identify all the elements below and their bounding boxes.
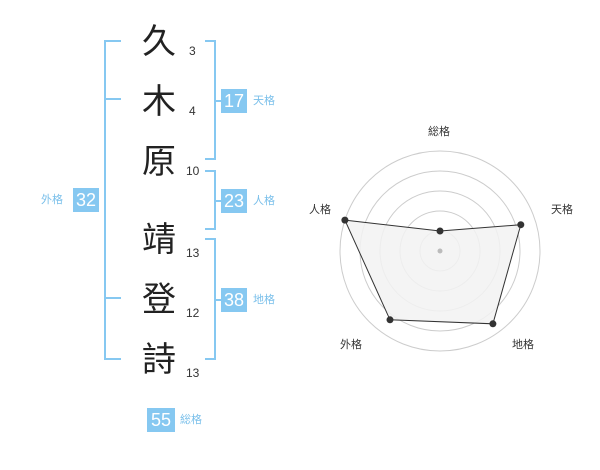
radar-point-gaikaku xyxy=(386,316,394,324)
given-strokes-2: 12 xyxy=(186,306,200,320)
surname-char-3: 原 xyxy=(142,142,176,182)
gaikaku-bracket xyxy=(104,40,121,360)
surname-char-2: 木 xyxy=(142,82,176,122)
radar-label-soukaku: 総格 xyxy=(428,125,450,138)
jinkaku-score: 23 xyxy=(221,189,247,213)
surname-char-1: 久 xyxy=(142,22,176,62)
given-char-2: 登 xyxy=(142,280,176,320)
surname-strokes-2: 4 xyxy=(189,104,196,118)
gaikaku-score: 32 xyxy=(73,188,99,212)
tenkaku-label: 天格 xyxy=(253,94,275,107)
given-char-3: 詩 xyxy=(142,340,176,380)
radar-label-chikaku: 地格 xyxy=(512,338,534,351)
radar-point-chikaku xyxy=(489,320,497,328)
radar-label-jinkaku: 人格 xyxy=(309,203,331,216)
jinkaku-label: 人格 xyxy=(253,194,275,207)
chikaku-label: 地格 xyxy=(253,293,275,306)
gaikaku-label: 外格 xyxy=(41,193,63,206)
given-strokes-1: 13 xyxy=(186,246,200,260)
radar-ring-5 xyxy=(339,150,541,352)
radar-points xyxy=(341,216,525,328)
radar-label-tenkaku: 天格 xyxy=(551,203,573,216)
soukaku-label: 総格 xyxy=(180,413,202,426)
radar-point-soukaku xyxy=(436,227,444,235)
soukaku-score: 55 xyxy=(147,408,175,432)
radar-polygon xyxy=(344,219,522,325)
given-char-1: 靖 xyxy=(142,220,176,260)
radar-label-gaikaku: 外格 xyxy=(340,338,362,351)
surname-strokes-1: 3 xyxy=(189,44,196,58)
given-strokes-3: 13 xyxy=(186,366,200,380)
radar-point-tenkaku xyxy=(517,221,525,229)
radar-center-dot xyxy=(437,248,443,254)
tenkaku-score: 17 xyxy=(221,89,247,113)
radar-point-jinkaku xyxy=(341,216,349,224)
surname-strokes-3: 10 xyxy=(186,164,200,178)
chikaku-score: 38 xyxy=(221,288,247,312)
